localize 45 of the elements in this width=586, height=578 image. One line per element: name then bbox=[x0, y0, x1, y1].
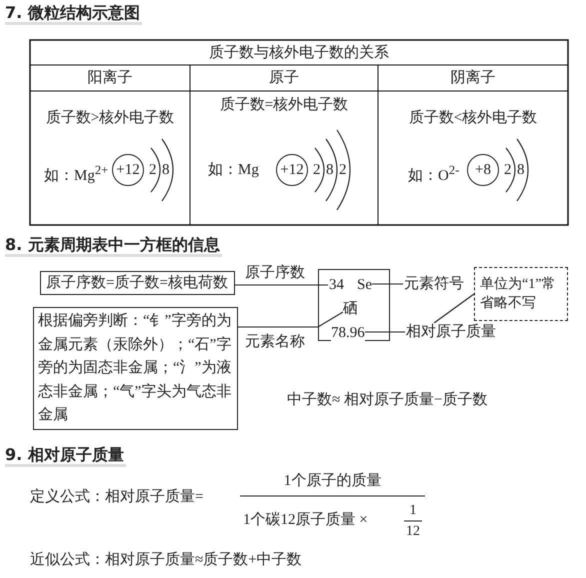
section-heading: 8. 元素周期表中一方框的信息 bbox=[5, 236, 222, 257]
table-text: 质子数>核外电子数 bbox=[44, 109, 176, 127]
shell-electron-count: 8 bbox=[162, 161, 170, 179]
relative-atomic-mass: 78.96 bbox=[331, 324, 365, 342]
shell-electron-count: 2 bbox=[504, 161, 512, 179]
note-box: 单位为“1”常省略不写 bbox=[474, 267, 568, 321]
formula-text: 定义公式：相对原子质量= bbox=[30, 488, 204, 506]
table-header: 质子数与核外电子数的关系 bbox=[208, 44, 390, 62]
nucleus-circle: +12 bbox=[276, 154, 308, 186]
element-tile bbox=[318, 269, 390, 341]
note-box: 根据偏旁判断：“钅”字旁的为金属元素（汞除外）；“石”字旁的为固态非金属；“氵”为液态非金属；“气”字头为气态非金属 bbox=[33, 307, 238, 430]
element-name: 硒 bbox=[343, 300, 358, 318]
leader-line bbox=[235, 284, 328, 286]
column-header: 阳离子 bbox=[86, 69, 134, 87]
shell-electron-count: 2 bbox=[339, 161, 346, 179]
table-text: 质子数<核外电子数 bbox=[408, 109, 538, 127]
edge-label: 元素名称 bbox=[245, 333, 305, 351]
example-text: 如：O$^{2-}$ bbox=[408, 162, 460, 185]
fraction-numerator: 1 bbox=[408, 502, 418, 520]
fraction-numerator: 1个原子的质量 bbox=[282, 472, 382, 490]
edge-label: 原子序数 bbox=[245, 264, 305, 282]
fraction-denominator: 12 bbox=[405, 523, 421, 541]
column-header: 原子 bbox=[268, 69, 300, 87]
section-heading: 9. 相对原子质量 bbox=[5, 446, 126, 467]
leader-line bbox=[238, 312, 344, 328]
leader-line bbox=[372, 283, 403, 285]
column-header: 阴离子 bbox=[450, 69, 496, 87]
table-text: 质子数=核外电子数 bbox=[218, 96, 350, 114]
nucleus-circle: +12 bbox=[112, 154, 144, 186]
shell-electron-count: 2 bbox=[149, 161, 156, 179]
fraction-denominator: 1个碳12原子质量 × bbox=[243, 511, 368, 529]
callout-text: 相对原子质量 bbox=[406, 323, 496, 341]
shell-electron-count: 8 bbox=[517, 161, 524, 179]
section-heading: 7. 微粒结构示意图 bbox=[5, 4, 142, 25]
example-text: 如：Mg bbox=[208, 161, 259, 179]
leader-line bbox=[434, 294, 474, 324]
formula-box: 原子序数=质子数=核电荷数 bbox=[40, 271, 235, 295]
leader-line bbox=[364, 331, 405, 333]
formula-text: 中子数≈ 相对原子质量−质子数 bbox=[287, 391, 488, 409]
shell-electron-count: 8 bbox=[326, 161, 334, 179]
example-text: 如：Mg$^{2+}$ bbox=[44, 162, 108, 185]
formula-text: 近似公式：相对原子质量≈质子数+中子数 bbox=[30, 551, 302, 569]
callout-text: 元素符号 bbox=[404, 275, 464, 293]
shell-electron-count: 2 bbox=[313, 161, 320, 179]
nucleus-circle: +8 bbox=[467, 154, 499, 186]
